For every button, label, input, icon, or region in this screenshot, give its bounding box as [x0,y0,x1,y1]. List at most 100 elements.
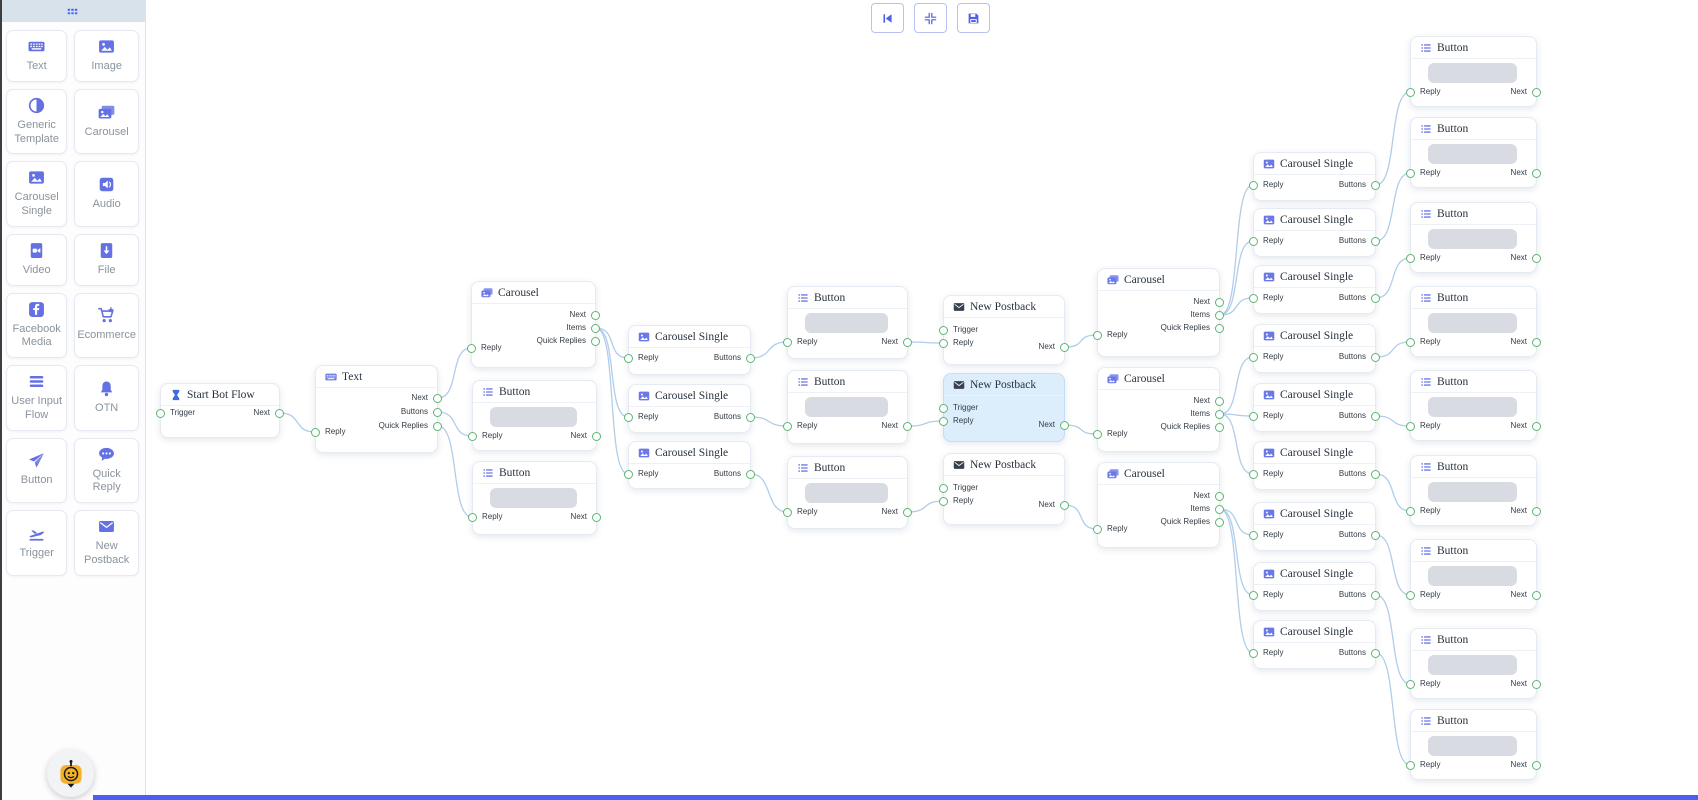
port-buttons[interactable] [433,408,442,417]
port-next[interactable] [1060,343,1069,352]
port-reply[interactable] [783,422,792,431]
port-next[interactable] [1532,254,1541,263]
sidebar-item-text[interactable]: Text [6,30,68,82]
port-buttons[interactable] [1371,470,1380,479]
port-reply[interactable] [1249,412,1258,421]
port-reply[interactable] [468,513,477,522]
port-reply[interactable] [1249,470,1258,479]
port-reply[interactable] [1406,169,1415,178]
port-reply[interactable] [1406,591,1415,600]
sidebar-item-trigger[interactable]: Trigger [6,510,68,576]
port-next[interactable] [592,432,601,441]
sidebar-item-facebook-media[interactable]: Facebook Media [6,292,68,358]
port-reply[interactable] [939,339,948,348]
sidebar-item-image[interactable]: Image [74,30,139,82]
port-reply[interactable] [467,344,476,353]
port-reply[interactable] [624,354,633,363]
port-reply[interactable] [1406,422,1415,431]
port-items[interactable] [1215,410,1224,419]
port-next[interactable] [1532,680,1541,689]
port-reply[interactable] [311,428,320,437]
port-next[interactable] [903,508,912,517]
port-next[interactable] [1532,761,1541,770]
port-next[interactable] [903,422,912,431]
port-next[interactable] [1532,88,1541,97]
port-reply[interactable] [1249,353,1258,362]
port-buttons[interactable] [1371,412,1380,421]
port-quickreplies[interactable] [591,337,600,346]
port-buttons[interactable] [746,413,755,422]
port-reply[interactable] [939,417,948,426]
sidebar-item-file[interactable]: File [74,233,139,286]
sidebar-item-new-postback[interactable]: New Postback [74,510,139,576]
port-reply[interactable] [1406,680,1415,689]
port-reply[interactable] [468,432,477,441]
port-trigger[interactable] [939,404,948,413]
port-next[interactable] [592,513,601,522]
port-buttons[interactable] [1371,237,1380,246]
port-reply[interactable] [1249,649,1258,658]
port-reply[interactable] [624,470,633,479]
port-next[interactable] [1532,169,1541,178]
port-next[interactable] [1215,397,1224,406]
fit-view-button[interactable] [914,3,947,33]
bot-assistant-launcher[interactable] [47,750,94,797]
port-next[interactable] [1060,421,1069,430]
skip-to-start-button[interactable] [871,3,904,33]
port-next[interactable] [1532,422,1541,431]
port-buttons[interactable] [746,354,755,363]
port-reply[interactable] [1406,88,1415,97]
port-buttons[interactable] [1371,294,1380,303]
port-reply[interactable] [1406,761,1415,770]
port-quickreplies[interactable] [1215,324,1224,333]
port-reply[interactable] [1406,338,1415,347]
sidebar-item-generic-template[interactable]: Generic Template [6,88,68,155]
port-next[interactable] [1532,338,1541,347]
port-reply[interactable] [1249,181,1258,190]
port-reply[interactable] [1249,237,1258,246]
sidebar-item-carousel-single[interactable]: Carousel Single [6,161,68,227]
port-trigger[interactable] [939,484,948,493]
sidebar-item-quick-reply[interactable]: Quick Reply [74,437,139,503]
port-reply[interactable] [1249,531,1258,540]
port-quickreplies[interactable] [1215,518,1224,527]
port-quickreplies[interactable] [1215,423,1224,432]
port-reply[interactable] [1093,525,1102,534]
sidebar-item-audio[interactable]: Audio [74,161,139,227]
port-buttons[interactable] [1371,531,1380,540]
port-reply[interactable] [1093,331,1102,340]
port-reply[interactable] [783,338,792,347]
port-buttons[interactable] [1371,353,1380,362]
port-trigger[interactable] [939,326,948,335]
sidebar-item-carousel[interactable]: Carousel [74,88,139,155]
port-next[interactable] [591,311,600,320]
port-next[interactable] [903,338,912,347]
save-button[interactable] [957,3,990,33]
port-next[interactable] [1215,492,1224,501]
